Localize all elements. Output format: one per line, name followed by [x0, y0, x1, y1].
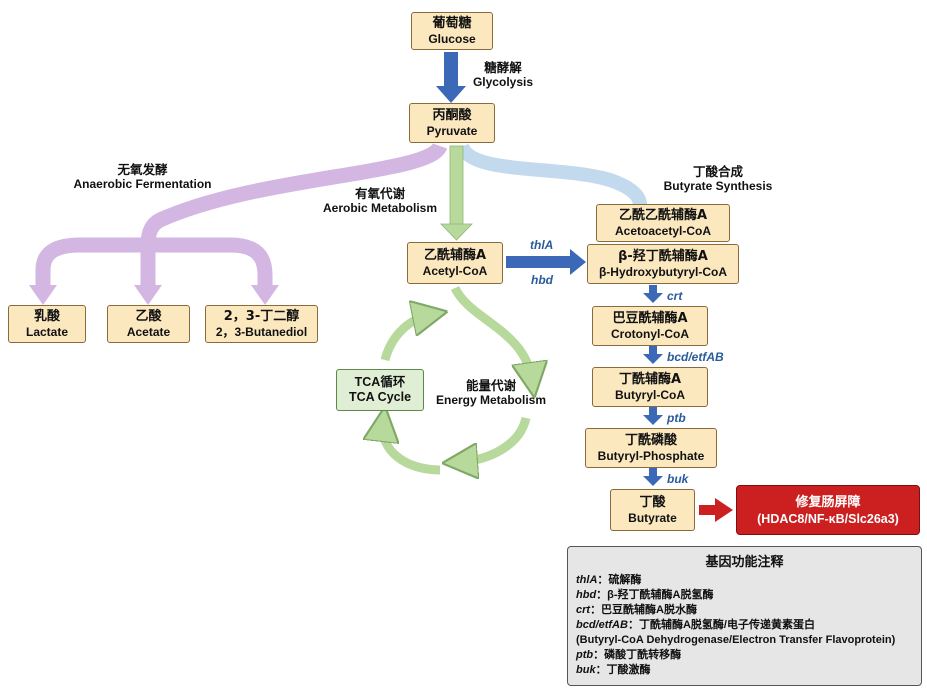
- aerobic-arrow: [440, 145, 473, 241]
- label-energy: 能量代谢 Energy Metabolism: [426, 378, 556, 407]
- enzyme-ptb: ptb: [667, 411, 686, 425]
- outcome-barrier-repair: 修复肠屏障 (HDAC8/NF-κB/Slc26a3): [736, 485, 920, 535]
- enzyme-thla: thlA: [530, 238, 554, 252]
- annotation-row: (Butyryl-CoA Dehydrogenase/Electron Tran…: [576, 633, 913, 648]
- label-en: Glycolysis: [472, 75, 534, 89]
- anaerobic-arrow: [35, 141, 448, 290]
- label-cn: 糖酵解: [484, 60, 522, 75]
- label-en: Butyrate Synthesis: [663, 179, 773, 193]
- label-cn: 无氧发酵: [117, 162, 168, 177]
- enzyme-hbd: hbd: [531, 273, 553, 287]
- annotation-gene: ptb: [576, 649, 594, 661]
- butyrate-synthesis-arrow: [455, 142, 647, 206]
- label-butyrate-synthesis: 丁酸合成 Butyrate Synthesis: [655, 164, 781, 193]
- label-cn: 丁酸合成: [692, 164, 743, 179]
- enzyme-bcd: bcd/etfAB: [667, 350, 724, 364]
- node-label-cn: 2，3-丁二醇: [223, 309, 300, 324]
- node-hydroxybutyryl-coa: β-羟丁酰辅酶A β-Hydroxybutyryl-CoA: [587, 244, 739, 284]
- annotation-gene: hbd: [576, 589, 597, 601]
- node-label-cn: 乙酰辅酶A: [423, 248, 487, 263]
- node-label-en: Butyryl-CoA: [614, 388, 685, 402]
- glycolysis-arrow: [436, 52, 466, 103]
- outcome-en: (HDAC8/NF-κB/Slc26a3): [757, 511, 899, 526]
- tca-cycle-arrows: [383, 285, 532, 470]
- chain-arrows: [643, 285, 663, 486]
- annotation-gene: buk: [576, 664, 596, 676]
- annotation-desc: ：丁酰辅酶A脱氢酶/电子传递黄素蛋白: [627, 619, 815, 631]
- outcome-arrow: [699, 498, 733, 522]
- node-label-en: Crotonyl-CoA: [611, 327, 689, 341]
- node-butyrate: 丁酸 Butyrate: [610, 489, 695, 531]
- node-glucose: 葡萄糖 Glucose: [411, 12, 493, 50]
- node-lactate: 乳酸 Lactate: [8, 305, 86, 343]
- node-label-cn: 乳酸: [33, 309, 60, 324]
- label-en: Anaerobic Fermentation: [73, 177, 212, 191]
- node-butyryl-coa: 丁酰辅酶A Butyryl-CoA: [592, 367, 708, 407]
- node-label-cn: 丙酮酸: [432, 108, 472, 123]
- annotation-gene: bcd/etfAB: [576, 619, 628, 631]
- node-acetate: 乙酸 Acetate: [107, 305, 190, 343]
- tca-line1: TCA循环: [354, 375, 406, 389]
- annotation-row: thlA：硫解酶: [576, 573, 913, 588]
- node-label-cn: 丁酸: [639, 495, 666, 510]
- node-acetoacetyl-coa: 乙酰乙酰辅酶A Acetoacetyl-CoA: [596, 204, 730, 242]
- node-label-cn: 巴豆酰辅酶A: [612, 311, 688, 326]
- node-label-cn: 葡萄糖: [432, 16, 472, 31]
- annotation-desc: ：巴豆酰辅酶A脱水酶: [590, 604, 698, 616]
- thla-hbd-arrow: [506, 249, 586, 275]
- annotation-desc: (Butyryl-CoA Dehydrogenase/Electron Tran…: [576, 634, 896, 646]
- annotation-desc: ：β-羟丁酰辅酶A脱氢酶: [596, 589, 714, 601]
- annotation-row: bcd/etfAB：丁酰辅酶A脱氢酶/电子传递黄素蛋白: [576, 618, 913, 633]
- node-tca-cycle: TCA循环 TCA Cycle: [336, 369, 424, 411]
- label-cn: 能量代谢: [465, 378, 516, 393]
- annotation-gene: crt: [576, 604, 591, 616]
- annotation-gene: thlA: [576, 574, 598, 586]
- label-glycolysis: 糖酵解 Glycolysis: [468, 60, 538, 89]
- node-pyruvate: 丙酮酸 Pyruvate: [409, 103, 495, 143]
- node-crotonyl-coa: 巴豆酰辅酶A Crotonyl-CoA: [592, 306, 708, 346]
- annotation-row: ptb：磷酸丁酰转移酶: [576, 648, 913, 663]
- node-butanediol: 2，3-丁二醇 2，3-Butanediol: [205, 305, 318, 343]
- enzyme-crt: crt: [667, 289, 683, 303]
- node-label-cn: 丁酰磷酸: [624, 433, 677, 448]
- node-label-cn: β-羟丁酰辅酶A: [618, 249, 708, 264]
- node-label-cn: 乙酰乙酰辅酶A: [618, 208, 708, 223]
- node-acetyl-coa: 乙酰辅酶A Acetyl-CoA: [407, 242, 503, 284]
- node-label-en: β-Hydroxybutyryl-CoA: [598, 265, 727, 279]
- node-label-en: Glucose: [428, 32, 476, 46]
- annotation-desc: ：硫解酶: [597, 574, 642, 586]
- annotation-title: 基因功能注释: [705, 555, 784, 570]
- node-label-en: Acetyl-CoA: [422, 264, 488, 278]
- label-aerobic: 有氧代谢 Aerobic Metabolism: [314, 186, 446, 215]
- annotation-row: buk：丁酸激酶: [576, 663, 913, 678]
- node-label-cn: 丁酰辅酶A: [618, 372, 682, 387]
- node-label-en: Lactate: [25, 325, 69, 339]
- node-label-en: Acetoacetyl-CoA: [614, 224, 712, 238]
- node-butyryl-phosphate: 丁酰磷酸 Butyryl-Phosphate: [585, 428, 717, 468]
- label-en: Aerobic Metabolism: [322, 201, 438, 215]
- label-en: Energy Metabolism: [435, 393, 547, 407]
- node-label-en: Butyrate: [628, 511, 677, 525]
- gene-annotation-panel: 基因功能注释 thlA：硫解酶 hbd：β-羟丁酰辅酶A脱氢酶 crt：巴豆酰辅…: [567, 546, 922, 686]
- node-label-en: Acetate: [126, 325, 171, 339]
- anaerobic-arrowheads: [29, 285, 279, 305]
- annotation-row: crt：巴豆酰辅酶A脱水酶: [576, 603, 913, 618]
- label-anaerobic: 无氧发酵 Anaerobic Fermentation: [60, 162, 225, 191]
- annotation-desc: ：丁酸激酶: [595, 664, 651, 676]
- node-label-en: Butyryl-Phosphate: [597, 449, 705, 463]
- annotation-desc: ：磷酸丁酰转移酶: [593, 649, 682, 661]
- enzyme-buk: buk: [667, 472, 689, 486]
- label-cn: 有氧代谢: [354, 186, 405, 201]
- outcome-cn: 修复肠屏障: [795, 494, 861, 510]
- tca-line2: TCA Cycle: [348, 390, 412, 404]
- node-label-en: Pyruvate: [426, 124, 478, 138]
- annotation-row: hbd：β-羟丁酰辅酶A脱氢酶: [576, 588, 913, 603]
- node-label-en: 2，3-Butanediol: [215, 325, 308, 339]
- node-label-cn: 乙酸: [135, 309, 162, 324]
